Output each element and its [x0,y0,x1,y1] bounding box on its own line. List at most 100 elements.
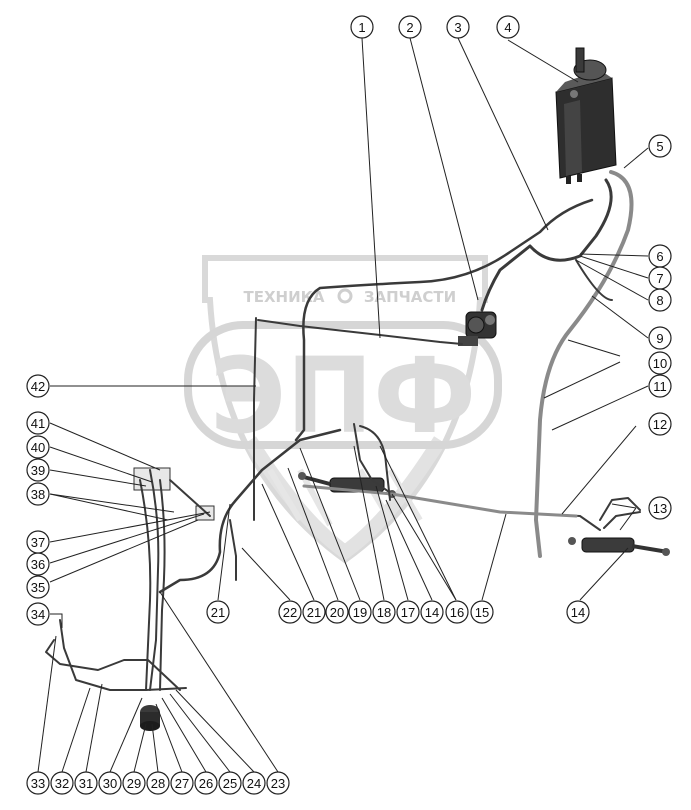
callout: 20 [325,600,349,624]
svg-text:38: 38 [31,487,45,502]
svg-text:14: 14 [425,605,439,620]
callout: 21 [206,600,230,624]
watermark-logo: ЭПФ ТЕХНИКА ЗАПЧАСТИ [184,255,502,564]
callout: 41 [26,411,50,435]
svg-text:27: 27 [175,776,189,791]
callout: 18 [372,600,396,624]
svg-text:2: 2 [406,20,413,35]
callout: 35 [26,575,50,599]
svg-text:13: 13 [653,501,667,516]
callout: 3 [446,15,470,39]
svg-text:1: 1 [358,20,365,35]
svg-text:11: 11 [653,379,667,394]
svg-text:39: 39 [31,463,45,478]
callout: 13 [648,496,672,520]
hydraulic-cylinder-right [568,537,670,556]
callout: 7 [648,266,672,290]
pump-unit [458,311,497,346]
callout: 38 [26,482,50,506]
callout: 28 [146,771,170,795]
svg-text:14: 14 [571,605,585,620]
svg-text:42: 42 [31,379,45,394]
callout: 25 [218,771,242,795]
svg-text:22: 22 [283,605,297,620]
svg-text:32: 32 [55,776,69,791]
callout: 32 [50,771,74,795]
svg-text:6: 6 [656,249,663,264]
callout: 16 [445,600,469,624]
callout: 22 [278,600,302,624]
callout: 17 [396,600,420,624]
callout: 36 [26,552,50,576]
callout: 1 [350,15,374,39]
svg-text:21: 21 [211,605,225,620]
callout: 6 [648,244,672,268]
watermark-subtitle-right: ЗАПЧАСТИ [364,288,456,306]
svg-text:40: 40 [31,440,45,455]
callout: 33 [26,771,50,795]
svg-text:4: 4 [504,20,511,35]
svg-text:24: 24 [247,776,261,791]
callout: 8 [648,288,672,312]
svg-text:12: 12 [653,417,667,432]
callout: 23 [266,771,290,795]
hydraulic-lines [45,170,641,691]
svg-text:10: 10 [653,356,667,371]
callout: 30 [98,771,122,795]
callout: 12 [648,412,672,436]
svg-text:17: 17 [401,605,415,620]
svg-text:36: 36 [31,557,45,572]
svg-text:8: 8 [656,293,663,308]
svg-text:28: 28 [151,776,165,791]
callout: 15 [470,600,494,624]
svg-text:30: 30 [103,776,117,791]
leader-lines [37,37,649,773]
svg-text:25: 25 [223,776,237,791]
gear-icon [337,288,353,304]
tank [555,47,617,184]
svg-text:15: 15 [475,605,489,620]
callout: 9 [648,326,672,350]
svg-text:34: 34 [31,607,45,622]
callouts: 1 2 3 4 5 6 7 8 9 10 11 12 13 14 14 15 1… [26,15,672,795]
callout: 2 [398,15,422,39]
svg-text:41: 41 [31,416,45,431]
filter-canister [140,705,160,731]
callout: 24 [242,771,266,795]
callout: 29 [122,771,146,795]
callout: 5 [648,134,672,158]
svg-text:7: 7 [656,271,663,286]
svg-text:21: 21 [307,605,321,620]
callout: 31 [74,771,98,795]
svg-text:35: 35 [31,580,45,595]
svg-text:23: 23 [271,776,285,791]
callout: 42 [26,374,50,398]
svg-text:5: 5 [656,139,663,154]
svg-text:37: 37 [31,535,45,550]
svg-text:33: 33 [31,776,45,791]
svg-text:16: 16 [450,605,464,620]
callout: 14 [566,600,590,624]
callout: 10 [648,351,672,375]
svg-text:26: 26 [199,776,213,791]
callout: 27 [170,771,194,795]
watermark-subtitle-left: ТЕХНИКА [243,288,324,306]
callout: 14 [420,600,444,624]
svg-text:18: 18 [377,605,391,620]
watermark-logo-letters: ЭПФ [210,335,477,457]
callout: 19 [348,600,372,624]
callout: 39 [26,458,50,482]
svg-text:19: 19 [353,605,367,620]
svg-text:31: 31 [79,776,93,791]
callout: 26 [194,771,218,795]
callout: 34 [26,602,50,626]
svg-text:9: 9 [656,331,663,346]
svg-text:20: 20 [330,605,344,620]
svg-text:29: 29 [127,776,141,791]
callout: 4 [496,15,520,39]
callout: 11 [648,374,672,398]
callout: 21 [302,600,326,624]
callout: 37 [26,530,50,554]
svg-text:3: 3 [454,20,461,35]
